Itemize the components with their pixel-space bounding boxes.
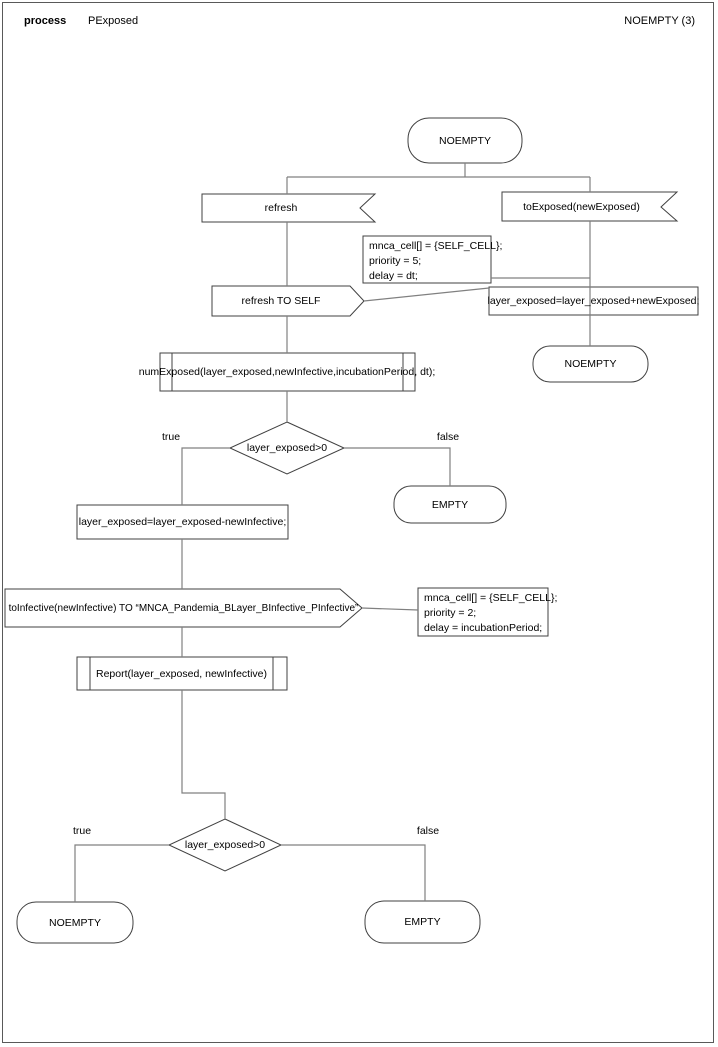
input-flag-refresh[interactable]: [201, 193, 377, 223]
code-line: delay = dt;: [369, 270, 418, 282]
send-toinfective-label: toInfective(newInfective) TO “MNCA_Pande…: [8, 602, 359, 614]
state-noempty-start-label: NOEMPTY: [439, 134, 491, 147]
call-numexposed-label: numExposed(layer_exposed,newInfective,in…: [138, 366, 436, 378]
state-empty-right-label: EMPTY: [431, 498, 469, 511]
send-refresh-to-self[interactable]: [211, 285, 365, 317]
decision-layer-exposed-top[interactable]: [228, 421, 346, 475]
code-line: priority = 5;: [369, 255, 422, 267]
send-refresh-to-self-label: refresh TO SELF: [241, 295, 321, 307]
connector: [181, 690, 226, 819]
action-add-exposed[interactable]: [488, 286, 699, 316]
code-line: mnca_cell[] = {SELF_CELL};: [424, 592, 558, 604]
header-state-ref: NOEMPTY (3): [624, 15, 695, 27]
header-process-label: process: [24, 15, 67, 27]
decision-layer-exposed-bottom[interactable]: [167, 818, 283, 872]
decision-bottom-condition: layer_exposed>0: [184, 839, 266, 851]
decision-top-condition: layer_exposed>0: [246, 442, 328, 454]
code-box-infective[interactable]: [417, 587, 549, 637]
send-toinfective[interactable]: [4, 588, 363, 628]
connector-false-branch: [281, 844, 426, 901]
code-box-refresh-text: mnca_cell[] = {SELF_CELL}; priority = 5;…: [369, 239, 502, 284]
code-box-refresh[interactable]: [362, 235, 492, 284]
call-numexposed[interactable]: [159, 352, 416, 392]
header-process-name: PExposed: [88, 15, 139, 27]
call-report-label: Report(layer_exposed, newInfective): [95, 667, 267, 680]
action-subtract-infective-label: layer_exposed=layer_exposed-newInfective…: [78, 516, 287, 528]
state-empty-bottom-label: EMPTY: [404, 916, 441, 928]
connector-true-branch: [181, 447, 230, 505]
branch-true-label-bottom: true: [72, 825, 92, 837]
state-noempty-right-label: NOEMPTY: [564, 358, 617, 370]
branch-false-label-top: false: [436, 431, 460, 443]
input-flag-refresh-label: refresh: [264, 202, 298, 214]
action-add-exposed-label: layer_exposed=layer_exposed+newExposed;: [487, 295, 700, 307]
connector-annotation: [361, 607, 419, 611]
connector-true-branch: [74, 844, 169, 902]
code-line: priority = 2;: [424, 607, 477, 619]
input-flag-toexposed[interactable]: [501, 191, 679, 222]
state-noempty-bottom-label: NOEMPTY: [49, 916, 101, 929]
branch-false-label-bottom: false: [416, 825, 440, 837]
state-empty-bottom[interactable]: [364, 900, 481, 944]
connector-false-branch: [344, 447, 451, 486]
code-line: delay = incubationPeriod;: [424, 622, 543, 634]
code-line: mnca_cell[] = {SELF_CELL};: [369, 240, 503, 252]
code-box-infective-text: mnca_cell[] = {SELF_CELL}; priority = 2;…: [424, 591, 557, 636]
connector-annotation: [363, 287, 490, 302]
branch-true-label-top: true: [161, 431, 181, 443]
input-flag-toexposed-label: toExposed(newExposed): [523, 200, 640, 213]
